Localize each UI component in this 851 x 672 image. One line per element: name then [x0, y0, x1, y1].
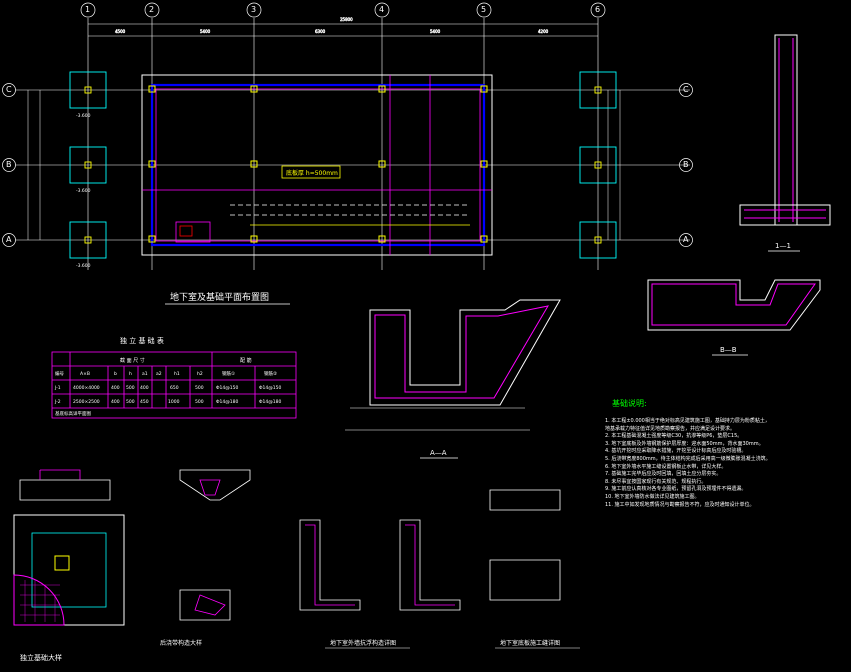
table-group-header: 截 面 尺 寸	[120, 357, 145, 364]
svg-text:Φ14@150: Φ14@150	[259, 385, 281, 391]
svg-text:a1: a1	[142, 371, 148, 377]
note-line: 8. 未尽事宜按国家现行有关规范、规程执行。	[605, 478, 707, 485]
basement-outline	[141, 74, 493, 256]
svg-text:钢筋①: 钢筋①	[222, 370, 235, 377]
svg-text:Φ14@180: Φ14@180	[259, 399, 281, 405]
note-line: 4. 基坑开挖时应采取降水措施，开挖至设计标高后应及时验槽。	[605, 448, 747, 455]
table-row: J-2 2500×2500 400 500 450 1000 500 Φ14@1…	[54, 399, 281, 405]
svg-text:5400: 5400	[430, 29, 441, 34]
svg-text:钢筋②: 钢筋②	[264, 370, 277, 377]
note-line: 地基承载力特征值详见地质勘察报告，并应满足设计要求。	[605, 425, 736, 432]
svg-text:Φ14@180: Φ14@180	[216, 399, 238, 405]
section-aa-drawing	[345, 299, 561, 431]
svg-text:2500×2500: 2500×2500	[73, 399, 100, 405]
svg-text:5400: 5400	[200, 29, 211, 34]
axis-label-row: A	[683, 235, 689, 244]
section-11-title: 1—1	[775, 242, 791, 250]
level-box-text: 底板厚 h=500mm	[286, 169, 338, 177]
svg-text:450: 450	[140, 399, 149, 405]
axis-label-col: 4	[379, 5, 385, 14]
svg-text:编号: 编号	[55, 370, 64, 377]
table-headers: 编号 A×B b h a1 a2 h1 h2 钢筋① 钢筋②	[55, 370, 277, 377]
anchor-details	[299, 489, 561, 611]
anchor-detail-title-2: 地下室底板施工缝详图	[500, 639, 560, 647]
svg-text:500: 500	[126, 385, 135, 391]
svg-text:500: 500	[126, 399, 135, 405]
isolated-footings	[69, 71, 617, 259]
svg-text:400: 400	[111, 399, 120, 405]
axis-label-col: 5	[481, 5, 487, 14]
svg-text:4500: 4500	[115, 29, 126, 34]
foundation-table	[51, 351, 297, 419]
svg-text:4000×4000: 4000×4000	[73, 385, 100, 391]
elevation-mark: -3.600	[76, 263, 91, 269]
axis-bubbles-rows	[2, 83, 693, 247]
svg-text:J-1: J-1	[54, 385, 61, 391]
note-line: 3. 地下室底板及外墙钢筋保护层厚度：迎水面50mm，背水面30mm。	[605, 440, 764, 447]
note-line: 1. 本工程±0.000相当于绝对标高见建筑施工图，基础持力层为粉质粘土，	[605, 418, 770, 424]
axis-bubbles-top	[80, 2, 606, 18]
joint-detail-title: 后浇带构造大样	[160, 639, 202, 647]
svg-text:4200: 4200	[538, 29, 549, 34]
axis-label-row: B	[6, 160, 12, 169]
svg-text:650: 650	[170, 385, 179, 391]
plan-columns	[148, 85, 488, 243]
svg-text:25800: 25800	[340, 17, 353, 22]
svg-text:h2: h2	[197, 371, 203, 377]
section-11-drawing	[739, 34, 831, 226]
note-line: 9. 施工前应认真核对各专业图纸，预留孔洞及预埋件不得遗漏。	[605, 486, 747, 493]
isolated-footing-columns	[84, 86, 602, 244]
level-box-frame	[281, 165, 341, 179]
notes-heading: 基础说明:	[612, 398, 647, 408]
section-bb-drawing	[647, 279, 821, 331]
small-detail-1	[179, 469, 251, 501]
left-dimensions	[27, 90, 621, 240]
axis-label-row: C	[683, 85, 689, 94]
axis-label-col: 1	[85, 5, 91, 14]
note-line: 10. 地下室外墙防水做法详见建筑施工图。	[605, 493, 700, 500]
top-dimensions: 25800 4500 5400 6300 5400 4200	[88, 17, 598, 37]
axis-label-row: B	[683, 160, 689, 169]
anchor-detail-title-1: 地下室外墙抗浮构造详图	[330, 639, 396, 647]
table-note: 基底标高详平面图	[55, 410, 91, 417]
section-aa-title: A—A	[430, 449, 447, 457]
svg-text:h: h	[129, 371, 132, 377]
svg-text:J-2: J-2	[54, 399, 61, 405]
axis-label-col: 6	[595, 5, 601, 14]
note-line: 11. 施工中如发现地质情况与勘察报告不符，应及时通知设计单位。	[605, 501, 755, 508]
axis-label-col: 2	[149, 5, 155, 14]
svg-text:Φ14@150: Φ14@150	[216, 385, 238, 391]
note-line: 7. 基础施工完毕后应及时回填，回填土应分层夯实。	[605, 471, 722, 478]
svg-text:500: 500	[195, 399, 204, 405]
note-line: 5. 后浇带宽度800mm，待主体结构完成后采用高一级微膨胀混凝土浇筑。	[605, 455, 771, 462]
foundation-detail-title: 独立基础大样	[20, 653, 62, 662]
foundation-notes: 1. 本工程±0.000相当于绝对标高见建筑施工图，基础持力层为粉质粘土， 地基…	[605, 418, 771, 509]
svg-text:400: 400	[111, 385, 120, 391]
svg-text:400: 400	[140, 385, 149, 391]
elevation-mark: -3.600	[76, 188, 91, 194]
svg-text:a2: a2	[156, 371, 162, 377]
svg-text:6300: 6300	[315, 29, 326, 34]
note-line: 2. 本工程基础混凝土强度等级C30，抗渗等级P6，垫层C15。	[605, 433, 743, 440]
svg-text:500: 500	[195, 385, 204, 391]
table-row: J-1 4000×4000 400 500 400 650 500 Φ14@15…	[54, 385, 281, 391]
foundation-detail-drawing	[13, 469, 125, 626]
elevation-mark: -3.600	[76, 113, 91, 119]
small-detail-2	[179, 589, 231, 621]
svg-text:b: b	[114, 371, 117, 377]
axis-label-col: 3	[251, 5, 257, 14]
axis-label-row: A	[6, 235, 12, 244]
table-title: 独 立 基 础 表	[120, 336, 164, 345]
axis-label-row: C	[6, 85, 12, 94]
svg-text:1000: 1000	[168, 399, 180, 405]
plan-title: 地下室及基础平面布置图	[170, 291, 269, 303]
svg-text:h1: h1	[174, 371, 180, 377]
section-bb-title: B—B	[720, 346, 737, 354]
table-group-header: 配 筋	[240, 357, 252, 364]
note-line: 6. 地下室外墙水平施工缝设置钢板止水带，详见大样。	[605, 463, 727, 470]
svg-text:A×B: A×B	[80, 371, 90, 377]
